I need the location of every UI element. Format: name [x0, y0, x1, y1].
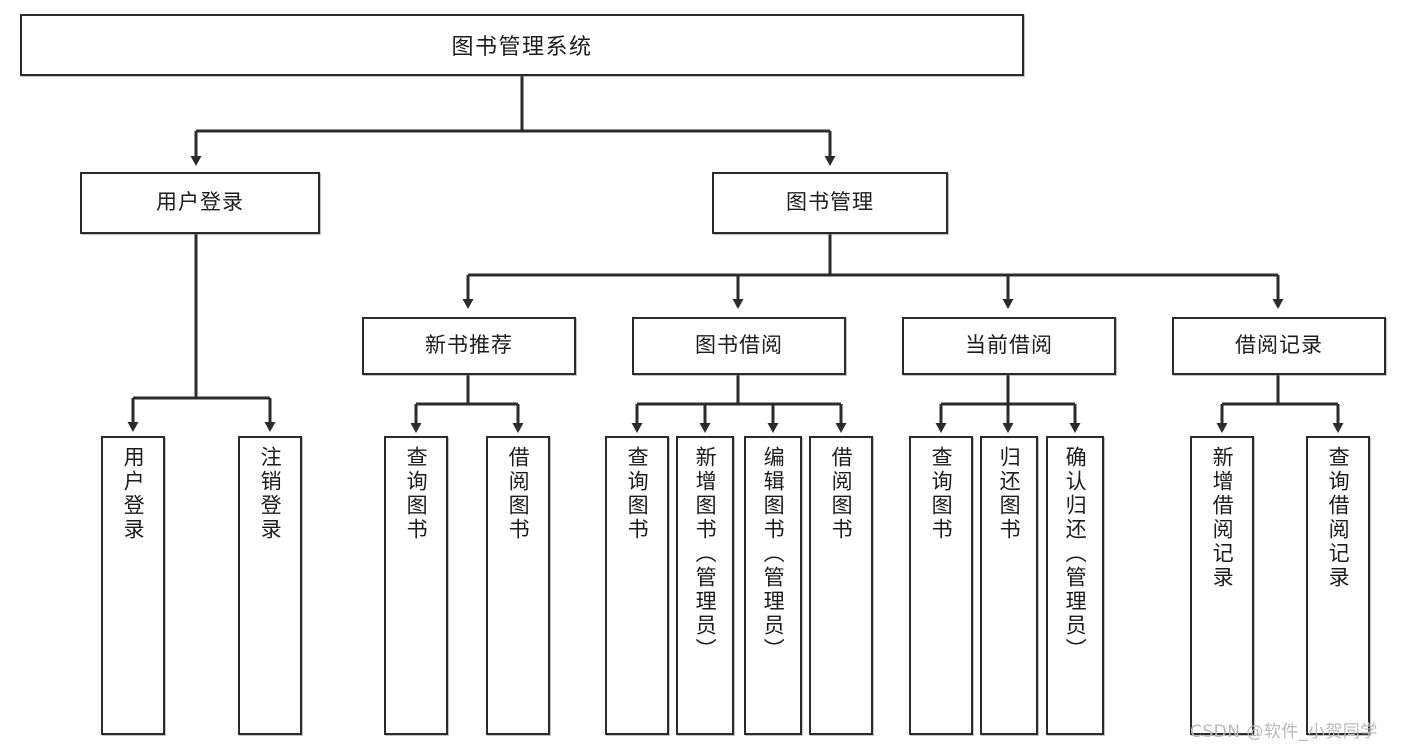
- node-leaf-add-book-admin[interactable]: 新增图书（管理员）: [676, 436, 734, 735]
- node-new-book-recommendation[interactable]: 新书推荐: [362, 317, 576, 375]
- node-label: 归还图书: [997, 446, 1022, 542]
- node-label: 借阅图书: [506, 446, 531, 542]
- node-label: 新增图书（管理员）: [693, 446, 718, 662]
- node-label: 确认归还（管理员）: [1063, 446, 1088, 662]
- node-label: 新书推荐: [425, 333, 513, 358]
- node-label: 图书管理系统: [451, 35, 593, 60]
- node-borrow-records[interactable]: 借阅记录: [1172, 317, 1386, 375]
- node-leaf-confirm-return-admin[interactable]: 确认归还（管理员）: [1046, 436, 1104, 735]
- node-leaf-query-borrow-record[interactable]: 查询借阅记录: [1306, 436, 1370, 735]
- node-label: 新增借阅记录: [1210, 446, 1235, 590]
- node-leaf-user-login[interactable]: 用户登录: [101, 436, 165, 735]
- node-book-borrowing[interactable]: 图书借阅: [632, 317, 846, 375]
- node-label: 查询图书: [404, 446, 429, 542]
- node-leaf-return-book[interactable]: 归还图书: [980, 436, 1038, 735]
- node-label: 当前借阅: [965, 333, 1053, 358]
- node-label: 查询借阅记录: [1326, 446, 1351, 590]
- node-label: 图书借阅: [695, 333, 783, 358]
- node-leaf-borrow-book-newbook[interactable]: 借阅图书: [486, 436, 550, 735]
- node-label: 注销登录: [258, 446, 283, 542]
- node-label: 用户登录: [121, 446, 146, 542]
- node-label: 查询图书: [625, 446, 650, 542]
- csdn-watermark: CSDN @软件_小贺同学: [1190, 722, 1378, 742]
- node-label: 图书管理: [786, 190, 874, 215]
- node-current-borrowing[interactable]: 当前借阅: [902, 317, 1116, 375]
- node-leaf-borrow-book[interactable]: 借阅图书: [809, 436, 873, 735]
- node-book-management[interactable]: 图书管理: [712, 172, 948, 234]
- node-leaf-query-book-current[interactable]: 查询图书: [909, 436, 973, 735]
- node-root-book-management-system[interactable]: 图书管理系统: [20, 14, 1024, 76]
- node-label: 借阅记录: [1235, 333, 1323, 358]
- node-user-login[interactable]: 用户登录: [80, 172, 320, 234]
- node-leaf-edit-book-admin[interactable]: 编辑图书（管理员）: [744, 436, 802, 735]
- node-label: 借阅图书: [829, 446, 854, 542]
- node-leaf-query-book-newbook[interactable]: 查询图书: [384, 436, 448, 735]
- node-label: 查询图书: [929, 446, 954, 542]
- node-label: 用户登录: [156, 190, 244, 215]
- node-label: 编辑图书（管理员）: [761, 446, 786, 662]
- node-leaf-logout[interactable]: 注销登录: [238, 436, 302, 735]
- node-leaf-add-borrow-record[interactable]: 新增借阅记录: [1190, 436, 1254, 735]
- node-leaf-query-book-borrow[interactable]: 查询图书: [605, 436, 669, 735]
